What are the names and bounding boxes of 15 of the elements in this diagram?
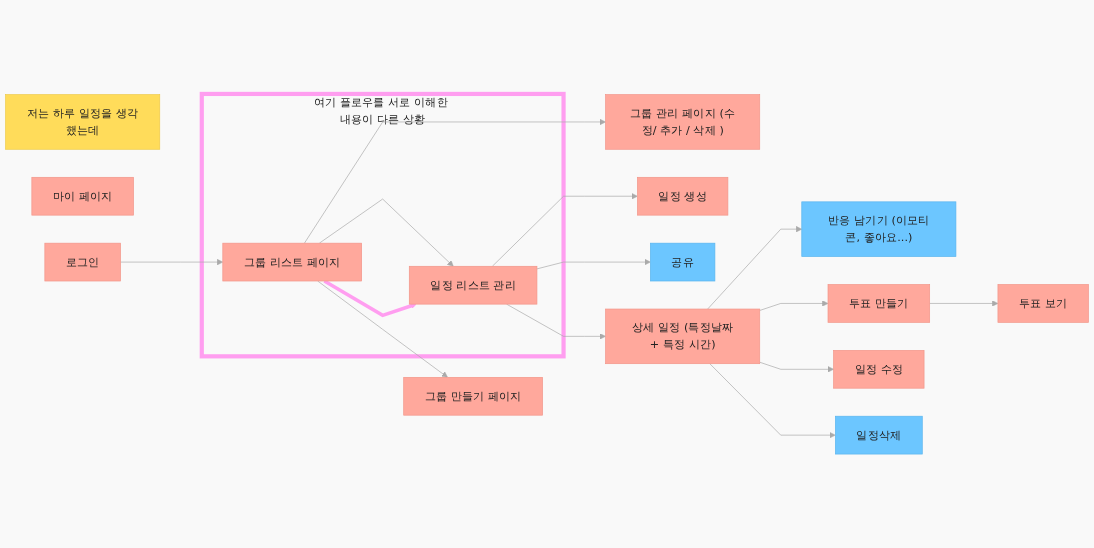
node-box: 일정 생성 bbox=[637, 176, 729, 216]
node-box: 공유 bbox=[650, 242, 716, 282]
node-box: 그룹 관리 페이지 (수정/ 추가 / 삭제 ) bbox=[605, 94, 761, 150]
node-box: 반응 남기기 (이모티콘, 좋아요...) bbox=[801, 201, 957, 257]
node-box: 로그인 bbox=[44, 242, 121, 282]
node-box: 마이 페이지 bbox=[31, 176, 134, 216]
node-box: 일정 리스트 관리 bbox=[408, 265, 538, 305]
node-box: 투표 만들기 bbox=[827, 284, 930, 323]
node-box: 일정삭제 bbox=[835, 415, 923, 455]
node-box: 상세 일정 (특정날짜+ 특정 시간) bbox=[605, 308, 761, 365]
node-box: 그룹 만들기 페이지 bbox=[403, 377, 543, 416]
node-box: 그룹 리스트 페이지 bbox=[222, 242, 362, 282]
node-box: 저는 하루 일정을 생각했는데 bbox=[5, 94, 161, 150]
node-box: 일정 수정 bbox=[833, 350, 925, 389]
node-box: 투표 보기 bbox=[997, 284, 1089, 323]
